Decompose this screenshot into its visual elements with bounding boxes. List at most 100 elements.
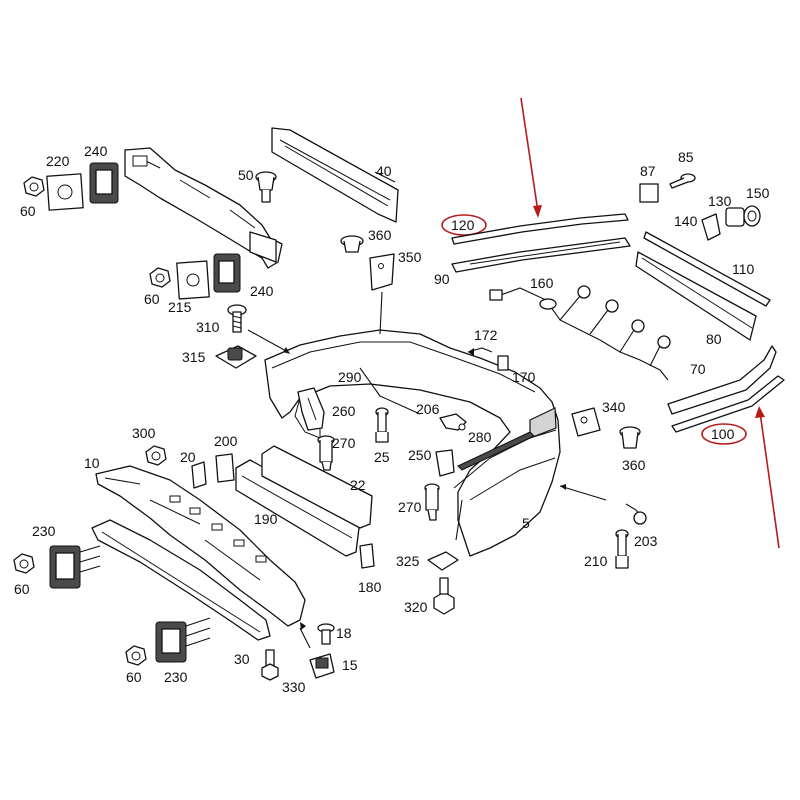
label-170: 170 [512,369,536,385]
trim-120 [451,213,629,245]
trim-90 [451,237,631,273]
label-200: 200 [214,433,238,449]
clip-140 [701,213,721,241]
nut-130 [725,207,745,227]
clip-210 [615,529,629,569]
bolt-320 [433,577,455,615]
label-350: 350 [398,249,422,265]
label-230b: 230 [164,669,188,685]
trim-100 [671,375,785,433]
label-240a: 240 [84,143,108,159]
label-30: 30 [234,651,250,667]
nut-60-lower-a [13,553,35,574]
clip-20 [191,461,207,489]
label-70: 70 [690,361,706,377]
strip-80 [635,251,757,341]
leader-lines [247,291,607,649]
clip-180 [359,543,375,569]
bracket-260 [297,387,325,431]
label-180: 180 [358,579,382,595]
bracket-230-right [155,617,211,663]
label-40: 40 [376,163,392,179]
strip-280 [457,431,535,471]
label-210: 210 [584,553,608,569]
absorber-190 [235,459,361,557]
harness-160 [489,285,671,381]
sensor-206 [439,413,467,431]
label-60b: 60 [144,291,160,307]
bolt-310 [227,304,247,333]
impact-beam-30 [91,519,271,641]
label-230a: 230 [32,523,56,539]
label-80: 80 [706,331,722,347]
label-280: 280 [468,429,492,445]
label-18: 18 [336,625,352,641]
side-bracket-upper [124,147,283,269]
label-206: 206 [416,401,440,417]
label-260: 260 [332,403,356,419]
nut-325 [427,551,459,571]
nut-60-mid [149,267,171,288]
part-50-clip [255,171,277,203]
bracket-230-left [49,545,101,589]
label-110: 110 [732,261,755,277]
label-240b: 240 [250,283,274,299]
highlight-circle-120 [441,214,487,236]
bracket-350 [369,253,395,291]
part-40-reinforcement [271,127,399,223]
label-140: 140 [674,213,698,229]
clip-270-left [317,435,335,471]
screw-85 [669,173,696,189]
highlight-arrow-120 [520,97,542,218]
clip-18 [317,623,335,645]
bracket-200 [215,453,235,483]
sensor-203 [625,503,647,525]
label-60d: 60 [126,669,142,685]
bracket-340 [571,407,601,437]
label-290: 290 [338,369,362,385]
grommet-150 [743,205,761,227]
trim-70 [667,345,777,415]
label-360b: 360 [622,457,646,473]
label-50: 50 [238,167,254,183]
clip-270-right [424,483,440,521]
label-325: 325 [396,553,420,569]
bumper-cover-5 [264,329,561,557]
bumper-bracket-10 [95,465,306,627]
label-330: 330 [282,679,306,695]
nut-300 [145,445,167,466]
clip-170 [497,355,509,371]
label-220: 220 [46,153,70,169]
clip-360-right [619,426,641,449]
bracket-250 [435,449,455,477]
clip-172 [467,347,493,356]
label-120: 120 [451,217,475,233]
label-130: 130 [708,193,732,209]
highlight-arrow-100 [755,406,780,549]
label-215: 215 [168,299,192,315]
label-270a: 270 [332,435,356,451]
label-172: 172 [474,327,498,343]
label-60c: 60 [14,581,30,597]
bracket-87 [639,183,659,203]
plate-220 [46,173,84,211]
nut-315 [215,345,257,369]
bolt-330 [261,649,279,681]
bracket-240-mid [213,253,241,293]
label-360a: 360 [368,227,392,243]
label-25: 25 [374,449,390,465]
label-300: 300 [132,425,156,441]
leader-290 [359,367,421,415]
label-203: 203 [634,533,658,549]
label-320: 320 [404,599,428,615]
label-270b: 270 [398,499,422,515]
label-90: 90 [434,271,450,287]
label-15: 15 [342,657,358,673]
label-160: 160 [530,275,554,291]
highlight-circle-100 [701,423,747,445]
bracket-240-top [89,162,119,204]
label-340: 340 [602,399,626,415]
clip-360-top [340,235,364,253]
clip-25 [375,407,389,443]
